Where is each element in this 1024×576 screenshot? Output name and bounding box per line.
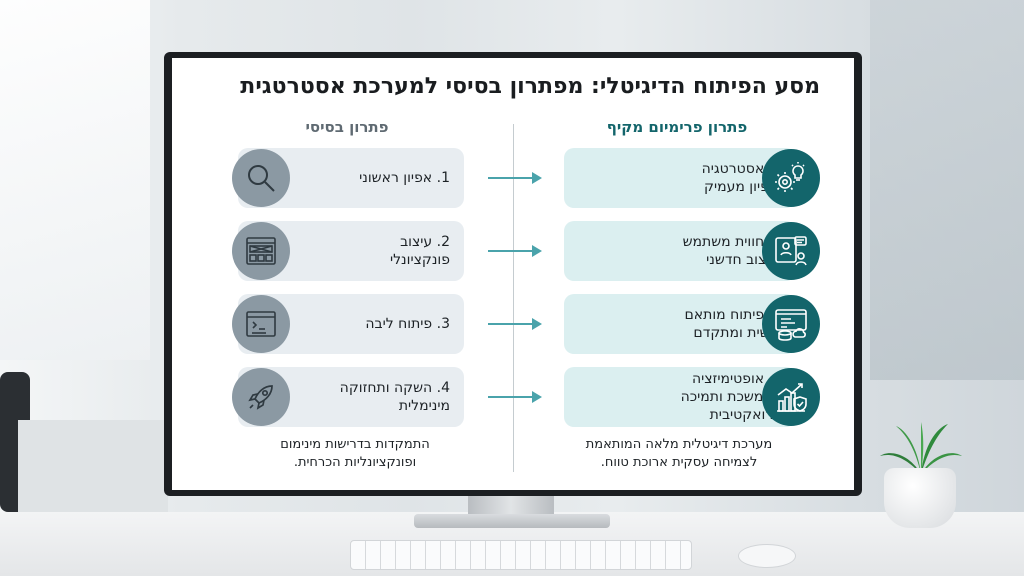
basic-step-2-line2: פונקציונלי (389, 252, 450, 268)
basic-step-4-line2: מינימלית (398, 398, 450, 414)
arrow-step-3 (488, 318, 542, 330)
basic-footer-line1: התמקדות בדרישות מינימום (280, 437, 430, 452)
premium-step-4-line3: פרואקטיבית (709, 407, 782, 423)
wireframe-icon (232, 222, 290, 280)
premium-footer-line2: לצמיחה עסקית ארוכת טווח. (600, 455, 758, 470)
side-cabinet (18, 420, 168, 515)
growth-chart-shield-icon (762, 368, 820, 426)
arrow-step-1 (488, 172, 542, 184)
basic-footer: התמקדות בדרישות מינימום ופונקציונליות הכ… (222, 436, 488, 472)
rocket-icon (232, 368, 290, 426)
mouse (738, 544, 796, 568)
basic-step-1-line1: 1. אפיון ראשוני (359, 170, 450, 186)
window-light (0, 0, 150, 360)
plant-icon (880, 422, 962, 474)
basic-footer-line2: ופונקציונליות הכרחית. (293, 455, 417, 470)
monitor-stand-base (414, 514, 610, 528)
keyboard (350, 540, 692, 570)
basic-step-3-line1: 3. פיתוח ליבה (365, 316, 450, 332)
plant-pot (884, 468, 956, 528)
basic-step-4-line1: 4. השקה ותחזוקה (339, 380, 450, 396)
premium-footer-line1: מערכת דיגיטלית מלאה המותאמת (585, 437, 773, 452)
arrow-step-2 (488, 245, 542, 257)
user-experience-icon (762, 222, 820, 280)
code-window-icon (232, 295, 290, 353)
glass-partition (870, 0, 1024, 380)
basic-heading: פתרון בסיסי (305, 118, 389, 136)
basic-step-2-line1: 2. עיצוב (400, 234, 450, 250)
premium-footer: מערכת דיגיטלית מלאה המותאמת לצמיחה עסקית… (546, 436, 812, 472)
premium-heading: פתרון פרימיום מקיף (606, 118, 748, 136)
arrow-step-4 (488, 391, 542, 403)
column-divider (513, 124, 514, 472)
magnifier-icon (232, 149, 290, 207)
slide-title: מסע הפיתוח הדיגיטלי: מפתרון בסיסי למערכת… (240, 74, 820, 99)
gears-lightbulb-icon (762, 149, 820, 207)
basic-step-4: 4. השקה ותחזוקה מינימלית (238, 367, 464, 427)
premium-step-4-line2: מתמשכת ותמיכה (680, 389, 782, 405)
code-database-cloud-icon (762, 295, 820, 353)
premium-step-3-line2: אישית ומתקדם (693, 325, 782, 341)
monitor-screen: מסע הפיתוח הדיגיטלי: מפתרון בסיסי למערכת… (172, 58, 854, 490)
